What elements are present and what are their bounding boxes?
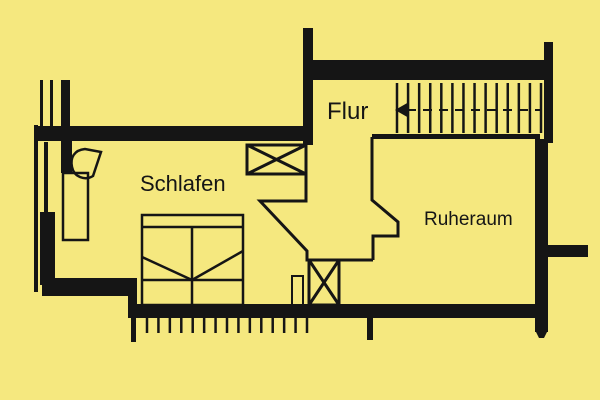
wall-top-stub-line-a	[40, 80, 43, 128]
wall-right-stub	[548, 245, 588, 257]
wall-flur-top	[312, 60, 548, 80]
wall-left-outer-face	[34, 125, 38, 292]
wall-left-lower-fill	[40, 212, 55, 285]
stair-treads	[395, 83, 543, 133]
stair-walk-arrow-icon	[395, 102, 409, 118]
shaft-box-upper-outline	[245, 143, 308, 176]
shaft-box-upper-diagonal-b	[246, 143, 307, 176]
staircase	[395, 83, 543, 133]
wall-stairs-ruheraum-divider	[372, 134, 540, 139]
shaft-box-lower-outline	[307, 258, 341, 307]
wall-stairs-right	[544, 42, 553, 143]
niche-outline	[291, 275, 304, 305]
wall-ruheraum-right-tip	[535, 330, 548, 338]
wall-ruheraum-corridor-zigzag	[370, 137, 400, 260]
bed-fold-diagonal-right	[191, 249, 244, 282]
room-label-schlafen: Schlafen	[140, 171, 226, 196]
wall-ruheraum-right	[535, 139, 548, 332]
wall-bottom-left-step	[128, 292, 137, 318]
shaft-box-upper	[245, 143, 308, 176]
walls	[34, 28, 588, 338]
balcony-railing	[131, 318, 373, 342]
wall-top-stub-line-b	[50, 80, 53, 128]
wall-bottom-left-upper	[42, 278, 137, 296]
railing-hatch-ticks	[145, 318, 309, 333]
wall-left-window-glazing	[44, 142, 48, 212]
sink	[70, 147, 103, 180]
wall-flur-left	[303, 28, 313, 145]
wall-schlafen-top	[34, 126, 313, 141]
bed-symbol	[140, 213, 245, 307]
room-label-flur: Flur	[327, 98, 368, 125]
fixtures	[61, 143, 341, 307]
railing-post-right	[367, 318, 373, 340]
bed-fold-diagonal-left	[141, 255, 193, 282]
wall-bottom-main	[128, 304, 548, 318]
wall-top-stub-bar	[61, 80, 70, 128]
wall-left-inner-stub	[61, 128, 72, 173]
railing-post-left	[131, 318, 136, 342]
shaft-box-lower-diagonal-b	[307, 259, 341, 306]
shaft-box-lower	[307, 258, 341, 307]
room-label-ruheraum: Ruheraum	[424, 209, 513, 230]
